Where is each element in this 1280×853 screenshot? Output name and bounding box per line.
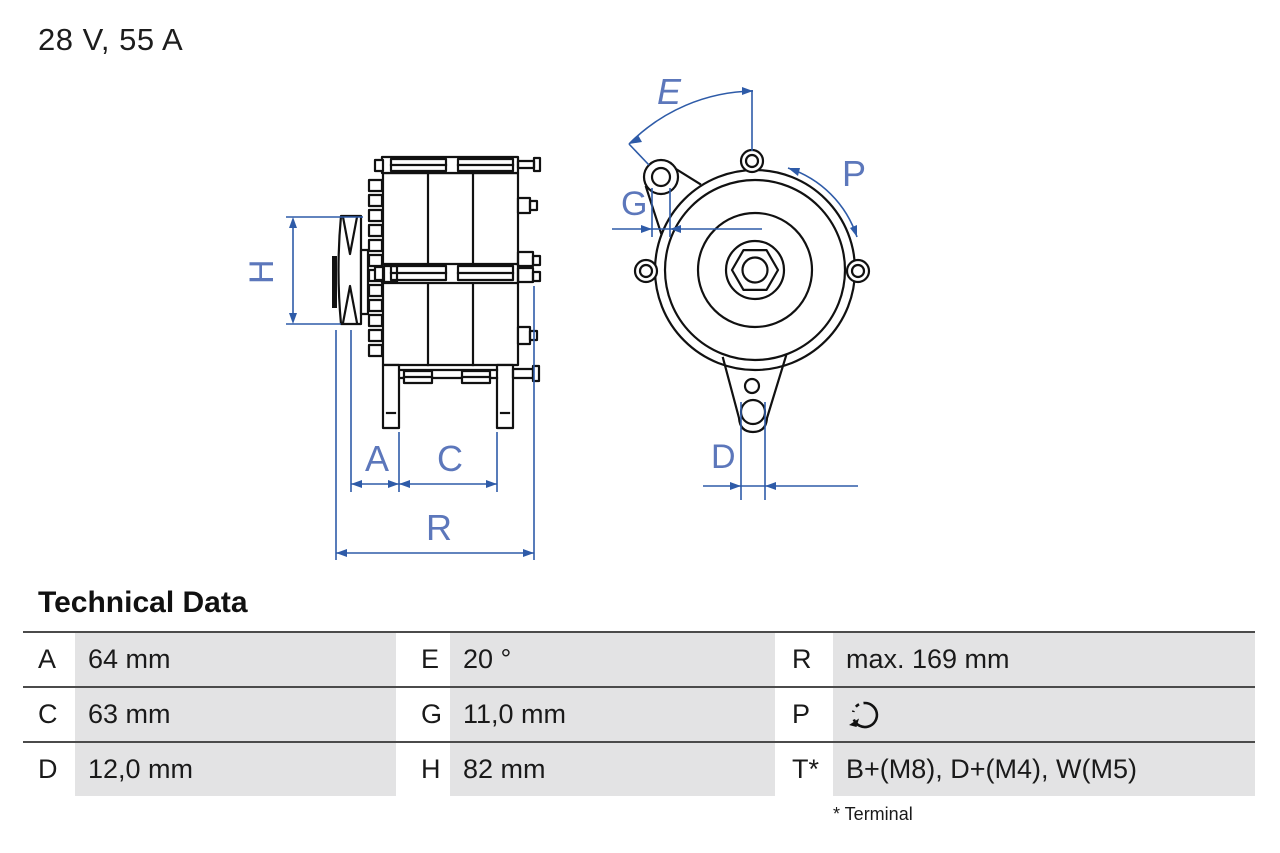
mounting-lugs [633, 148, 871, 284]
dim-label-c: C [437, 438, 463, 479]
table-row: C 63 mm G 11,0 mm P [23, 686, 1255, 741]
table-value-a: 64 mm [75, 633, 396, 686]
shaft-end [332, 256, 337, 308]
table-key-e: E [396, 633, 450, 686]
table-key-t: T* [775, 743, 833, 796]
table-value-c: 63 mm [75, 688, 396, 741]
table-key-d: D [23, 743, 75, 796]
dim-label-g: G [621, 185, 647, 223]
table-value-h: 82 mm [450, 743, 775, 796]
table-key-h: H [396, 743, 450, 796]
pulley [337, 214, 363, 326]
technical-data-section: Technical Data A 64 mm E 20 ° R max. 169… [23, 586, 1255, 825]
dim-label-e: E [657, 71, 682, 112]
technical-drawing-svg: H A C R [243, 71, 871, 560]
table-value-t: B+(M8), D+(M4), W(M5) [833, 743, 1255, 796]
top-bolt-band [373, 155, 542, 175]
terminal-footnote: * Terminal [833, 804, 913, 824]
adjusting-arm [642, 158, 702, 235]
table-key-g: G [396, 688, 450, 741]
dim-label-r: R [426, 507, 452, 548]
table-value-p [833, 688, 1255, 741]
technical-drawing: H A C R [243, 71, 871, 560]
table-key-r: R [775, 633, 833, 686]
technical-data-heading: Technical Data [38, 586, 248, 619]
dimension-ACR: A C R [335, 286, 535, 560]
table-value-d: 12,0 mm [75, 743, 396, 796]
dimension-H: H [243, 216, 363, 325]
table-value-e: 20 ° [450, 633, 775, 686]
dim-label-a: A [365, 438, 389, 479]
terminal-studs [516, 196, 542, 346]
table-row: D 12,0 mm H 82 mm T* B+(M8), D+(M4), W(M… [23, 741, 1255, 796]
table-value-g: 11,0 mm [450, 688, 775, 741]
front-view-drawing: E G P D [612, 71, 871, 500]
table-key-p: P [775, 688, 833, 741]
middle-bolt-band [373, 262, 520, 285]
dimension-D: D [703, 402, 858, 500]
side-view-drawing: H A C R [243, 155, 542, 560]
page-title: 28 V, 55 A [38, 22, 184, 57]
table-row: A 64 mm E 20 ° R max. 169 mm [23, 631, 1255, 686]
table-key-c: C [23, 688, 75, 741]
dimension-E: E [628, 71, 754, 166]
rotation-direction-icon [849, 701, 879, 728]
dim-label-d: D [711, 438, 736, 476]
dim-label-h: H [243, 259, 281, 284]
mounting-legs [381, 363, 541, 430]
dim-label-p: P [842, 153, 866, 194]
dimension-G: G [612, 185, 762, 237]
table-key-a: A [23, 633, 75, 686]
dimension-P: P [787, 153, 866, 238]
table-value-r: max. 169 mm [833, 633, 1255, 686]
